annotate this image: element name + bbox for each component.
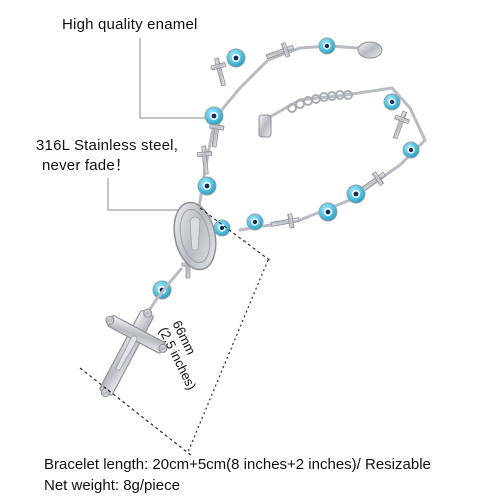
steel-callout: 316L Stainless steel, never fade！ [36, 136, 178, 176]
lobster-clasp [357, 41, 383, 59]
miraculous-medal-icon [173, 201, 217, 271]
chain-tag [258, 114, 272, 138]
pendant-chain [146, 267, 184, 313]
bracelet-length-text: Bracelet length: 20cm+5cm(8 inches+2 inc… [44, 456, 431, 473]
extension-chain [287, 90, 353, 113]
steel-callout-line2: never fade！ [42, 157, 131, 174]
chain [196, 44, 427, 232]
dimension-line [79, 207, 273, 457]
enamel-callout: High quality enamel [62, 16, 198, 33]
spec-text: Bracelet length: 20cm+5cm(8 inches+2 inc… [44, 454, 431, 496]
net-weight-text: Net weight: 8g/piece [44, 477, 180, 494]
crucifix-icon [99, 308, 168, 398]
evil-eye-bead-icon [152, 37, 420, 300]
cross-link-icon [181, 42, 410, 279]
steel-callout-line1: 316L Stainless steel, [36, 137, 179, 154]
callout-leader-lines [107, 38, 205, 211]
